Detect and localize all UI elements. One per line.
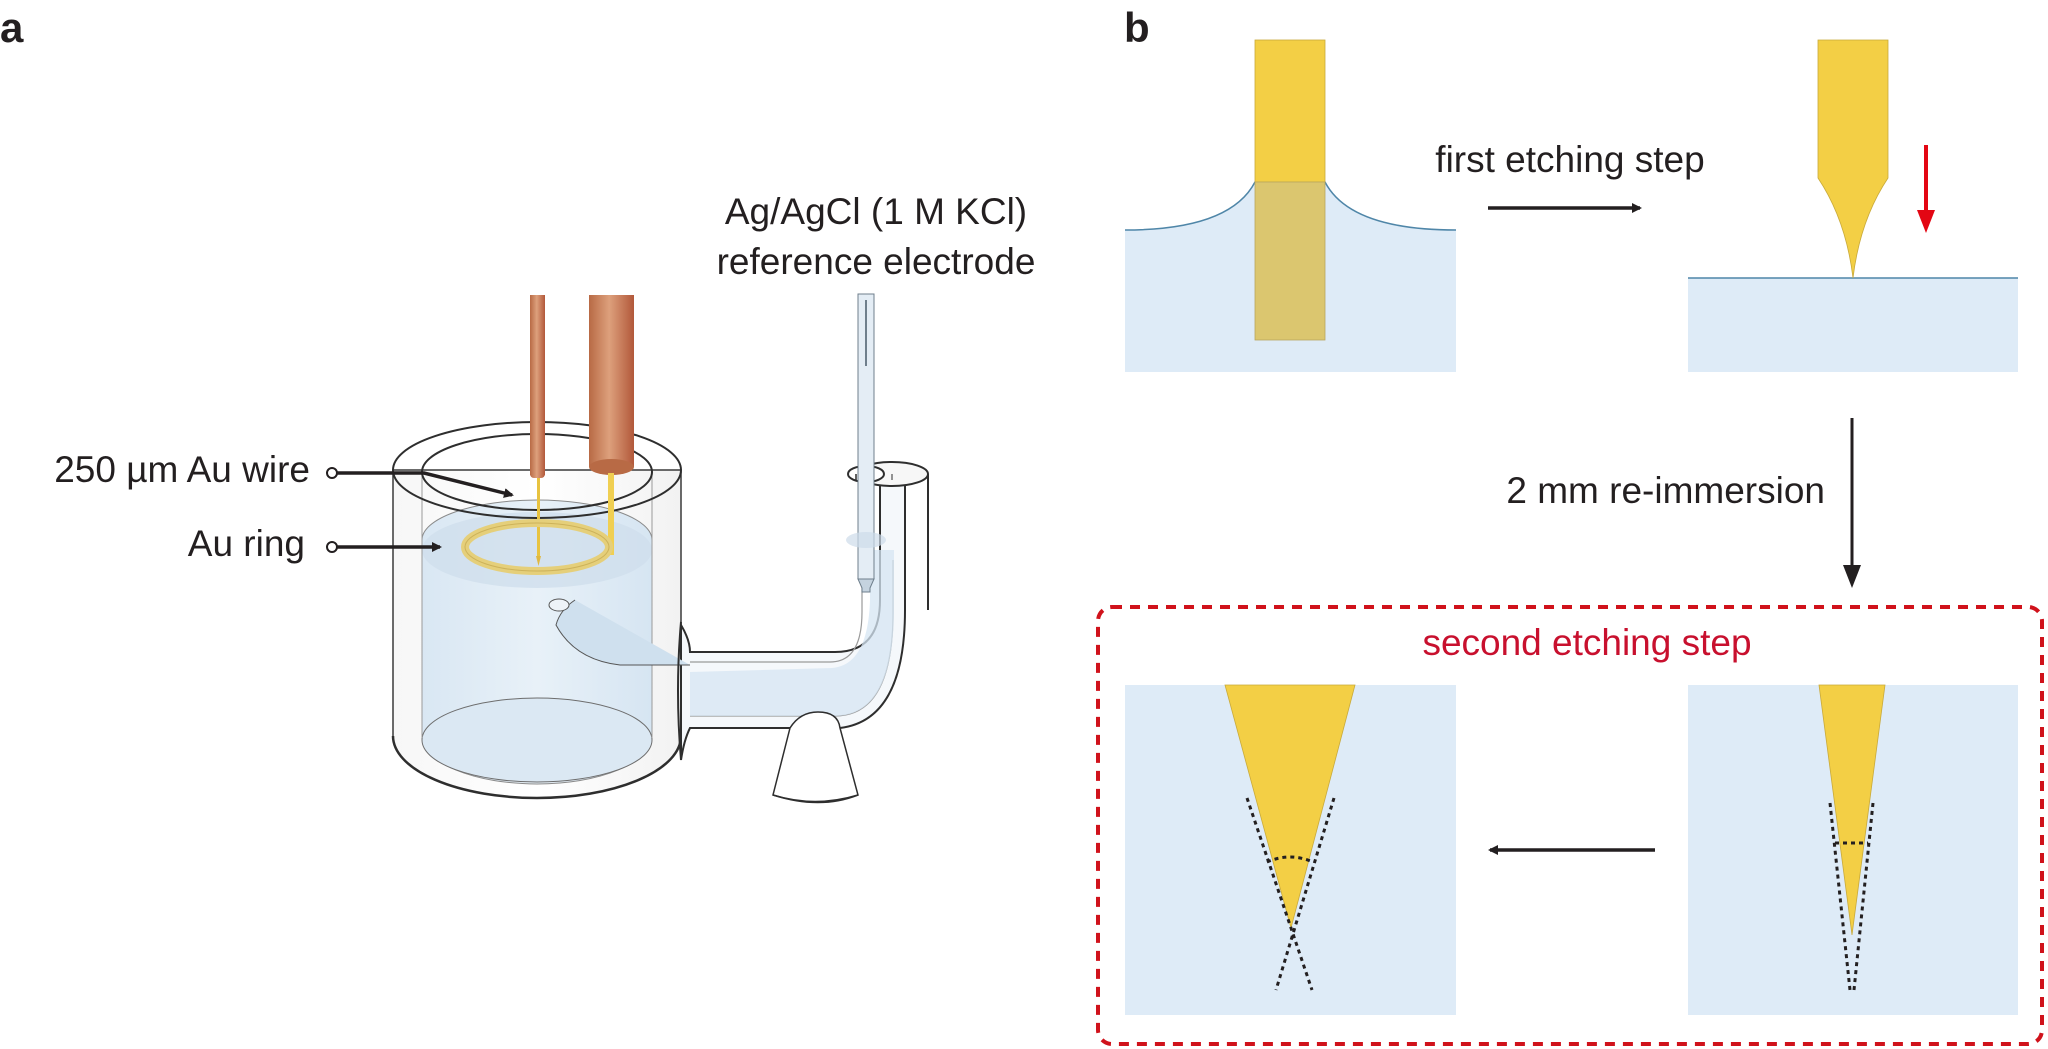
first-etching-step-label: first etching step	[1435, 139, 1704, 180]
callout-au-ring: Au ring	[188, 523, 442, 564]
callout-au-wire: 250 µm Au wire	[54, 449, 514, 498]
au-wire-label: 250 µm Au wire	[54, 449, 310, 490]
panel-b: b first etching step 2 mm re-immersion s…	[1096, 4, 2044, 1046]
au-ring-label: Au ring	[188, 523, 305, 564]
step1-wire-in-meniscus	[1124, 39, 1457, 372]
step2-initial-tip	[1688, 684, 2018, 1015]
panel-a: a Ag/AgCl (1 M KCl) reference electrode	[0, 4, 1036, 804]
second-etching-step-label: second etching step	[1422, 622, 1751, 663]
panel-a-label: a	[0, 4, 24, 51]
reference-electrode	[846, 293, 886, 593]
reference-electrode-label-line1: Ag/AgCl (1 M KCl)	[725, 191, 1027, 232]
second-step-box	[1096, 605, 2044, 1046]
panel-b-label: b	[1124, 4, 1150, 51]
step2-final-tip	[1125, 684, 1456, 1015]
working-electrode	[530, 295, 545, 566]
step1-etched-tip	[1688, 39, 2018, 372]
side-arm-tube	[548, 461, 929, 804]
reference-electrode-label-line2: reference electrode	[717, 241, 1036, 282]
reimmersion-label: 2 mm re-immersion	[1506, 470, 1825, 511]
counter-electrode	[461, 295, 634, 575]
